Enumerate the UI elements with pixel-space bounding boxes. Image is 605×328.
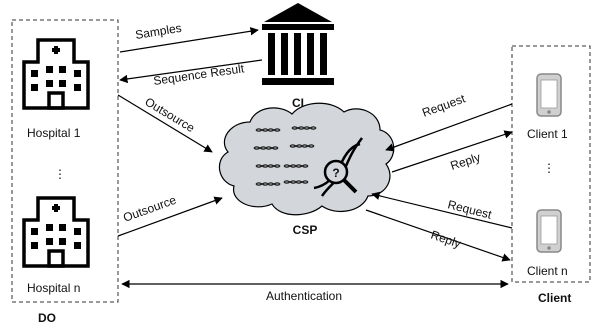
phone-icon-client-1 <box>536 73 562 117</box>
reply-arrow-1 <box>391 130 513 173</box>
reply-label-2: Reply <box>429 228 463 251</box>
csp-cloud <box>218 102 395 216</box>
client-ellipsis: ⋮ <box>543 161 555 175</box>
phone-icon-client-n <box>536 209 562 253</box>
hospital-n-label: Hospital n <box>27 281 80 295</box>
outsource-label-2: Outsource <box>121 193 178 225</box>
client-group-label: Client <box>538 291 571 305</box>
sequence-result-arrow <box>119 59 263 84</box>
do-label: DO <box>38 311 56 325</box>
dna-question-mark: ? <box>332 166 339 180</box>
reply-arrow-2 <box>365 209 511 262</box>
samples-label: Samples <box>134 21 182 42</box>
client-1-label: Client 1 <box>527 127 568 141</box>
dna-analysis-icon <box>313 137 364 197</box>
do-ellipsis: ⋮ <box>54 167 66 181</box>
csp-label: CSP <box>293 223 318 237</box>
request-arrow-2 <box>371 191 513 229</box>
reply-label-1: Reply <box>449 150 483 173</box>
hospital-n-icon <box>22 196 90 268</box>
request-label-1: Request <box>420 91 467 120</box>
authentication-label: Authentication <box>266 289 342 303</box>
hospital-1-label: Hospital 1 <box>27 126 81 140</box>
dna-strand-icons <box>253 126 317 186</box>
client-group-box <box>511 45 591 283</box>
outsource-arrow-2 <box>117 196 223 237</box>
sequence-result-label: Sequence Result <box>152 61 245 88</box>
outsource-arrow-1 <box>117 94 213 153</box>
hospital-1-icon <box>22 38 90 110</box>
do-group-box <box>11 19 119 303</box>
client-n-label: Client n <box>527 264 568 278</box>
request-arrow-1 <box>385 103 513 152</box>
samples-arrow <box>119 27 259 53</box>
ci-building-icon <box>262 3 334 85</box>
